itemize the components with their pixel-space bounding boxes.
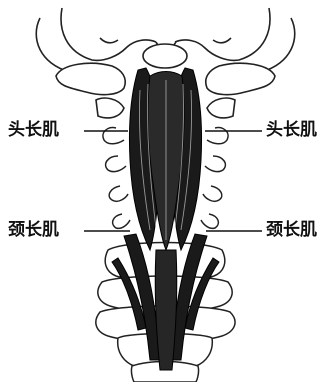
- label-longus-capitis-right: 头长肌: [266, 122, 317, 139]
- label-longus-colli-left: 颈长肌: [8, 222, 59, 239]
- cervical-transverse-processes-left: [103, 128, 130, 229]
- label-longus-capitis-left: 头长肌: [8, 122, 59, 139]
- longus-capitis-muscle: [129, 68, 201, 250]
- label-longus-colli-right: 颈长肌: [266, 222, 317, 239]
- cervical-transverse-processes-right: [201, 128, 228, 229]
